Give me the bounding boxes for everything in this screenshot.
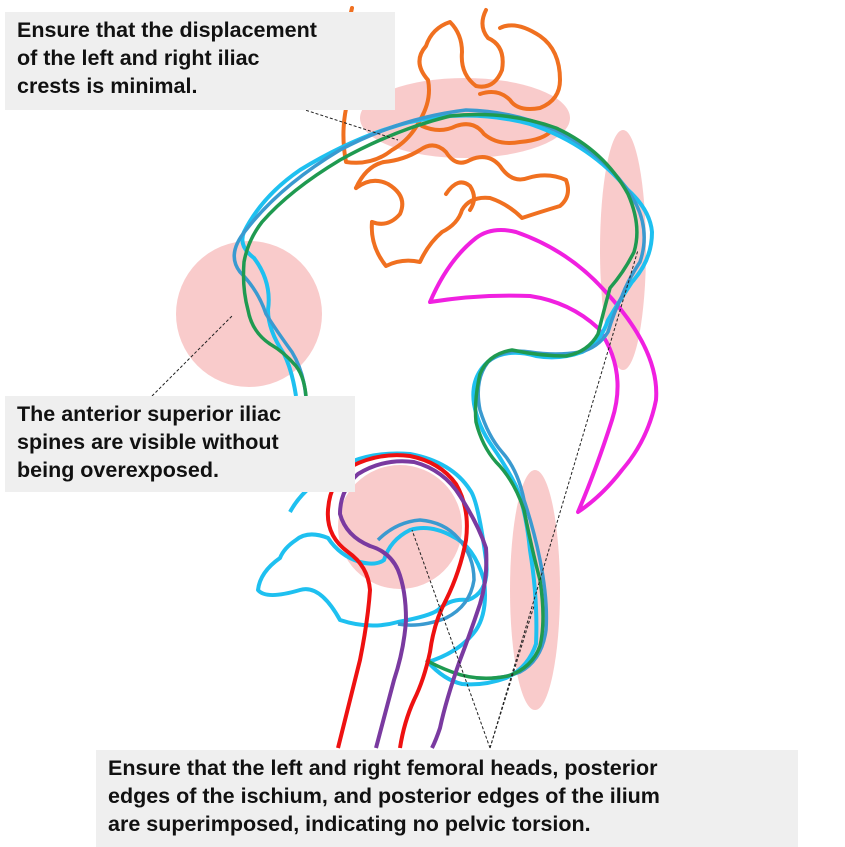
highlight-regions — [176, 78, 646, 710]
iliac-crest-outline-orange — [341, 6, 570, 268]
iliac-crest-highlight — [360, 78, 570, 158]
iliac-crest-callout: Ensure that the displacement of the left… — [5, 12, 395, 110]
leader-line-femoral-head — [411, 529, 491, 749]
pelvic-torsion-callout: Ensure that the left and right femoral h… — [96, 750, 798, 847]
pelvis-outline-blue — [232, 108, 646, 681]
femoral-head-highlight — [338, 465, 462, 589]
leader-line-ilium — [489, 249, 639, 749]
contralateral-ilium-outline-magenta — [428, 228, 659, 514]
femur-outline-red — [325, 453, 469, 749]
femur-outline-purple — [338, 459, 489, 749]
anterior-superior-iliac-spine-callout: The anterior superior iliac spines are v… — [5, 396, 355, 492]
leader-line-iliac-spines — [151, 315, 233, 397]
posterior-ilium-highlight — [600, 130, 646, 370]
